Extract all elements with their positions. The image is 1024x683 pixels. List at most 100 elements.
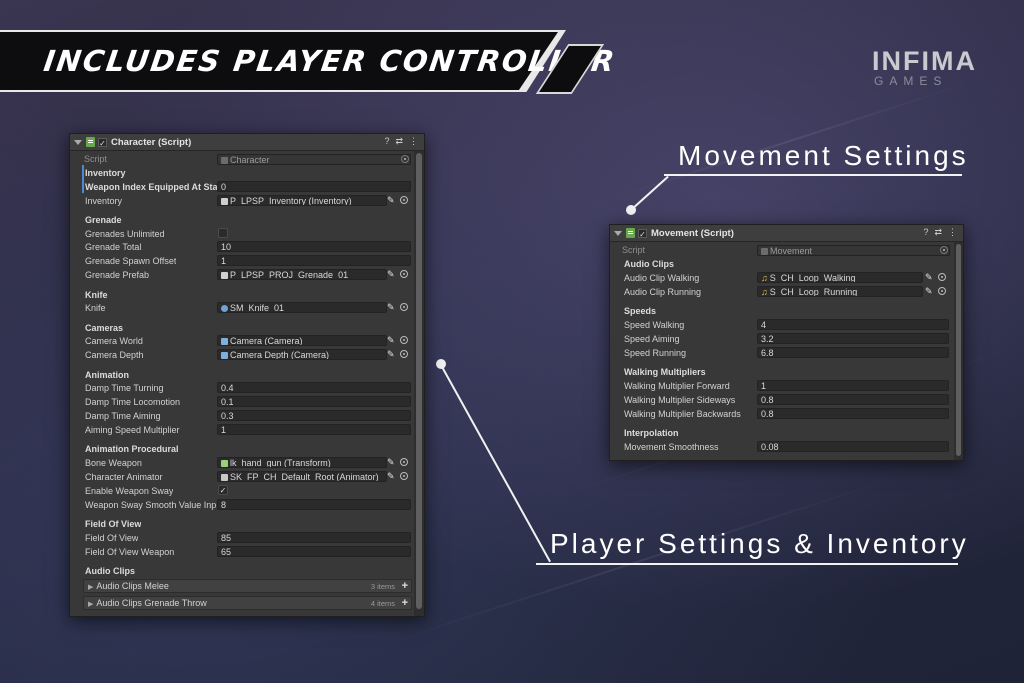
foldout-arrow-icon[interactable]: [74, 139, 82, 145]
pencil-icon[interactable]: ✎: [387, 269, 395, 279]
weapon-index-input[interactable]: 0: [217, 181, 411, 192]
presets-icon[interactable]: ⇄: [934, 227, 942, 237]
bone-weapon-field[interactable]: lk_hand_gun (Transform): [217, 457, 387, 468]
movement-smoothness-label: Movement Smoothness: [624, 442, 719, 452]
scrollbar-thumb[interactable]: [956, 244, 961, 456]
multiplier-sideways-label: Walking Multiplier Sideways: [624, 395, 736, 405]
fov-input[interactable]: 85: [217, 532, 411, 543]
knife-field[interactable]: SM_Knife_01: [217, 302, 387, 313]
object-picker-icon[interactable]: [400, 472, 408, 480]
inventory-label: Inventory: [85, 196, 123, 206]
fov-weapon-label: Field Of View Weapon: [85, 547, 175, 557]
help-icon[interactable]: ?: [923, 227, 929, 237]
enable-checkbox[interactable]: ✓: [98, 137, 107, 148]
section-interpolation: Interpolation: [624, 428, 679, 438]
banner: [0, 32, 558, 90]
character-header[interactable]: ✓ Character (Script) ? ⇄ ⋮: [70, 134, 424, 151]
presets-icon[interactable]: ⇄: [395, 136, 403, 146]
pencil-icon[interactable]: ✎: [387, 471, 395, 481]
object-picker-icon[interactable]: [400, 196, 408, 204]
damp-aiming-label: Damp Time Aiming: [85, 411, 161, 421]
sway-smooth-label: Weapon Sway Smooth Value Input: [85, 500, 216, 510]
damp-locomotion-input[interactable]: 0.1: [217, 396, 411, 407]
audio-clip-icon: ♫: [761, 273, 768, 283]
camera-world-field[interactable]: Camera (Camera): [217, 335, 387, 346]
grenade-spawn-input[interactable]: 1: [217, 255, 411, 266]
mesh-icon: [221, 305, 228, 312]
pencil-icon[interactable]: ✎: [387, 302, 395, 312]
script-file-icon: [761, 248, 768, 255]
pencil-icon[interactable]: ✎: [387, 349, 395, 359]
object-picker-icon[interactable]: [938, 287, 946, 295]
speed-aiming-input[interactable]: 3.2: [757, 333, 949, 344]
foldout-arrow-icon[interactable]: [614, 230, 622, 236]
grenades-unlimited-toggle[interactable]: [218, 228, 228, 238]
object-picker-icon[interactable]: [400, 350, 408, 358]
audio-melee-list[interactable]: ▶Audio Clips Melee 3 items +: [83, 579, 412, 593]
multiplier-sideways-input[interactable]: 0.8: [757, 394, 949, 405]
scrollbar[interactable]: [954, 242, 963, 460]
character-animator-field[interactable]: SK_FP_CH_Default_Root (Animator): [217, 471, 387, 482]
menu-icon[interactable]: ⋮: [948, 227, 957, 237]
pencil-icon[interactable]: ✎: [387, 457, 395, 467]
grenade-total-label: Grenade Total: [85, 242, 142, 252]
add-item-icon[interactable]: +: [401, 597, 408, 609]
callout-dot: [436, 359, 446, 369]
camera-depth-field[interactable]: Camera Depth (Camera): [217, 349, 387, 360]
section-field-of-view: Field Of View: [85, 519, 142, 529]
script-file-icon: [221, 157, 228, 164]
speed-running-input[interactable]: 6.8: [757, 347, 949, 358]
object-picker-icon[interactable]: [400, 303, 408, 311]
script-label: Script: [84, 154, 108, 164]
weapon-sway-toggle[interactable]: ✓: [218, 485, 228, 495]
section-knife: Knife: [85, 290, 108, 300]
foldout-arrow-icon[interactable]: ▶: [88, 601, 94, 608]
fov-label: Field Of View: [85, 533, 139, 543]
section-speeds: Speeds: [624, 306, 657, 316]
multiplier-backwards-label: Walking Multiplier Backwards: [624, 409, 741, 419]
bone-weapon-label: Bone Weapon: [85, 458, 142, 468]
script-icon: [86, 137, 95, 147]
audio-walking-field[interactable]: ♫S_CH_Loop_Walking: [757, 272, 923, 283]
pencil-icon[interactable]: ✎: [925, 286, 933, 296]
object-picker-icon[interactable]: [400, 336, 408, 344]
menu-icon[interactable]: ⋮: [409, 136, 418, 146]
audio-clip-icon: ♫: [761, 287, 768, 297]
callout-leader-line: [630, 175, 669, 211]
movement-header[interactable]: ✓ Movement (Script) ? ⇄ ⋮: [610, 225, 963, 242]
object-picker-icon[interactable]: [938, 273, 946, 281]
damp-aiming-input[interactable]: 0.3: [217, 410, 411, 421]
object-picker-icon: [401, 155, 409, 163]
pencil-icon[interactable]: ✎: [387, 195, 395, 205]
knife-label: Knife: [85, 303, 106, 313]
multiplier-backwards-input[interactable]: 0.8: [757, 408, 949, 419]
grenade-prefab-field[interactable]: P_LPSP_PROJ_Grenade_01: [217, 269, 387, 280]
logo: INFIMA: [872, 46, 977, 76]
object-picker-icon[interactable]: [400, 458, 408, 466]
damp-turning-input[interactable]: 0.4: [217, 382, 411, 393]
multiplier-forward-input[interactable]: 1: [757, 380, 949, 391]
sway-smooth-input[interactable]: 8: [217, 499, 411, 510]
audio-throw-list[interactable]: ▶Audio Clips Grenade Throw 4 items +: [83, 596, 412, 610]
object-picker-icon[interactable]: [400, 270, 408, 278]
foldout-arrow-icon[interactable]: ▶: [88, 584, 94, 591]
scrollbar-thumb[interactable]: [416, 153, 422, 609]
inventory-field[interactable]: P_LPSP_Inventory (Inventory): [217, 195, 387, 206]
help-icon[interactable]: ?: [384, 136, 390, 146]
audio-walking-label: Audio Clip Walking: [624, 273, 700, 283]
audio-running-field[interactable]: ♫S_CH_Loop_Running: [757, 286, 923, 297]
scrollbar[interactable]: [414, 151, 424, 616]
background-streak: [392, 479, 888, 643]
add-item-icon[interactable]: +: [401, 580, 408, 592]
enable-checkbox[interactable]: ✓: [638, 228, 647, 239]
aiming-speed-input[interactable]: 1: [217, 424, 411, 435]
transform-icon: [221, 460, 228, 467]
movement-smoothness-input[interactable]: 0.08: [757, 441, 949, 452]
fov-weapon-input[interactable]: 65: [217, 546, 411, 557]
prefab-icon: [221, 272, 228, 279]
grenade-total-input[interactable]: 10: [217, 241, 411, 252]
speed-walking-input[interactable]: 4: [757, 319, 949, 330]
pencil-icon[interactable]: ✎: [387, 335, 395, 345]
pencil-icon[interactable]: ✎: [925, 272, 933, 282]
section-walking-multipliers: Walking Multipliers: [624, 367, 706, 377]
